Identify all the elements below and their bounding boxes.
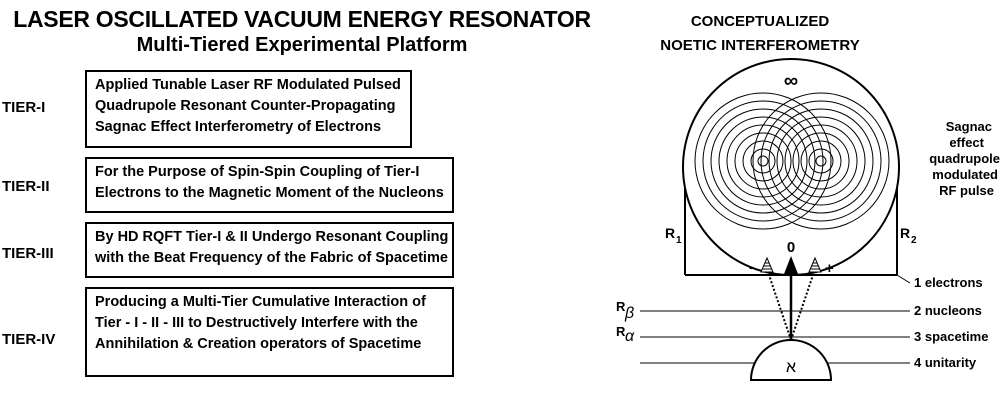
r1-label: R 1: [665, 225, 682, 246]
left-ring: [742, 140, 784, 182]
r2-subscript: 2: [911, 235, 917, 246]
left-ring: [734, 132, 792, 190]
sagnac-label-line-1: Sagnac: [946, 119, 992, 134]
right-ring: [776, 116, 866, 206]
tier-4-line-2: Tier - I - II - III to Destructively Int…: [95, 315, 418, 331]
r2-label: R 2: [900, 225, 917, 246]
tier-3-box: By HD RQFT Tier-I & II Undergo Resonant …: [85, 222, 454, 278]
r-beta-label: R β: [616, 299, 634, 322]
main-title: LASER OSCILLATED VACUUM ENERGY RESONATOR: [13, 6, 591, 32]
level-3-label: 3 spacetime: [914, 329, 988, 344]
main-subtitle: Multi-Tiered Experimental Platform: [136, 34, 468, 56]
r-beta-subscript: β: [624, 305, 634, 322]
sagnac-label-line-5: RF pulse: [939, 183, 994, 198]
diagram-title-line-2: NOETIC INTERFEROMETRY: [660, 37, 859, 54]
tier-2-label: TIER-II: [2, 178, 50, 195]
right-ring: [792, 132, 850, 190]
diagram-title-line-1: CONCEPTUALIZED: [691, 13, 830, 30]
left-ring-center: [757, 155, 769, 167]
aleph-symbol: א: [786, 359, 796, 376]
left-ring: [750, 148, 776, 174]
level-2-label: 2 nucleons: [914, 303, 982, 318]
tier-2-line-1: For the Purpose of Spin-Spin Coupling of…: [95, 164, 420, 180]
right-ring: [784, 124, 858, 198]
sagnac-label-line-4: modulated: [932, 167, 998, 182]
level-4-label: 4 unitarity: [914, 355, 977, 370]
right-ring: [752, 92, 890, 230]
r1-subscript: 1: [676, 235, 682, 246]
level-1-label: 1 electrons: [914, 275, 983, 290]
level-1-leader: [896, 274, 911, 284]
tier-1-box: Applied Tunable Laser RF Modulated Pulse…: [85, 70, 412, 148]
tier-1-line-1: Applied Tunable Laser RF Modulated Pulse…: [95, 77, 401, 93]
right-ring: [760, 100, 882, 222]
tier-1-label: TIER-I: [2, 99, 46, 116]
r-beta-letter: R: [616, 299, 626, 314]
right-beam: [790, 274, 814, 341]
right-ring-center: [815, 155, 827, 167]
infinity-symbol: ∞: [784, 70, 798, 92]
zero-label: 0: [787, 239, 795, 256]
left-beam-arrowhead: [760, 256, 774, 273]
right-wave-rings: [752, 92, 890, 230]
r-alpha-subscript: α: [625, 328, 635, 345]
r1-letter: R: [665, 225, 675, 241]
sagnac-label-line-3: quadrupole: [929, 151, 1000, 166]
tier-2-box: For the Purpose of Spin-Spin Coupling of…: [85, 157, 454, 213]
tier-4-label: TIER-IV: [2, 331, 56, 348]
plus-sign: +: [825, 260, 834, 277]
right-ring: [800, 140, 842, 182]
r-alpha-label: R α: [616, 324, 635, 345]
sagnac-label-line-2: effect: [949, 135, 984, 150]
tier-2-line-2: Electrons to the Magnetic Moment of the …: [95, 185, 444, 201]
tier-4-box: Producing a Multi-Tier Cumulative Intera…: [85, 287, 454, 377]
tier-3-line-1: By HD RQFT Tier-I & II Undergo Resonant …: [95, 229, 449, 245]
tier-1-line-3: Sagnac Effect Interferometry of Electron…: [95, 119, 382, 135]
left-ring: [710, 108, 816, 214]
left-beam: [768, 274, 792, 341]
tier-1-line-2: Quadrupole Resonant Counter-Propagating: [95, 98, 396, 114]
right-ring: [808, 148, 834, 174]
minus-sign: -: [749, 259, 754, 276]
tier-4-line-3: Annihilation & Creation operators of Spa…: [95, 336, 422, 352]
tier-4-line-1: Producing a Multi-Tier Cumulative Intera…: [95, 294, 426, 310]
noetic-interferometry-diagram: CONCEPTUALIZED NOETIC INTERFEROMETRY ∞ 0…: [616, 13, 1000, 381]
right-beam-arrowhead: [808, 256, 822, 273]
center-beam-arrowhead: [784, 256, 798, 274]
aleph-dome: [749, 339, 833, 381]
tier-3-line-2: with the Beat Frequency of the Fabric of…: [95, 250, 448, 266]
r-alpha-letter: R: [616, 324, 626, 339]
left-ring: [702, 100, 824, 222]
left-ring: [694, 92, 832, 230]
right-ring: [768, 108, 874, 214]
left-ring: [718, 116, 808, 206]
r2-letter: R: [900, 225, 910, 241]
tier-3-label: TIER-III: [2, 245, 54, 262]
